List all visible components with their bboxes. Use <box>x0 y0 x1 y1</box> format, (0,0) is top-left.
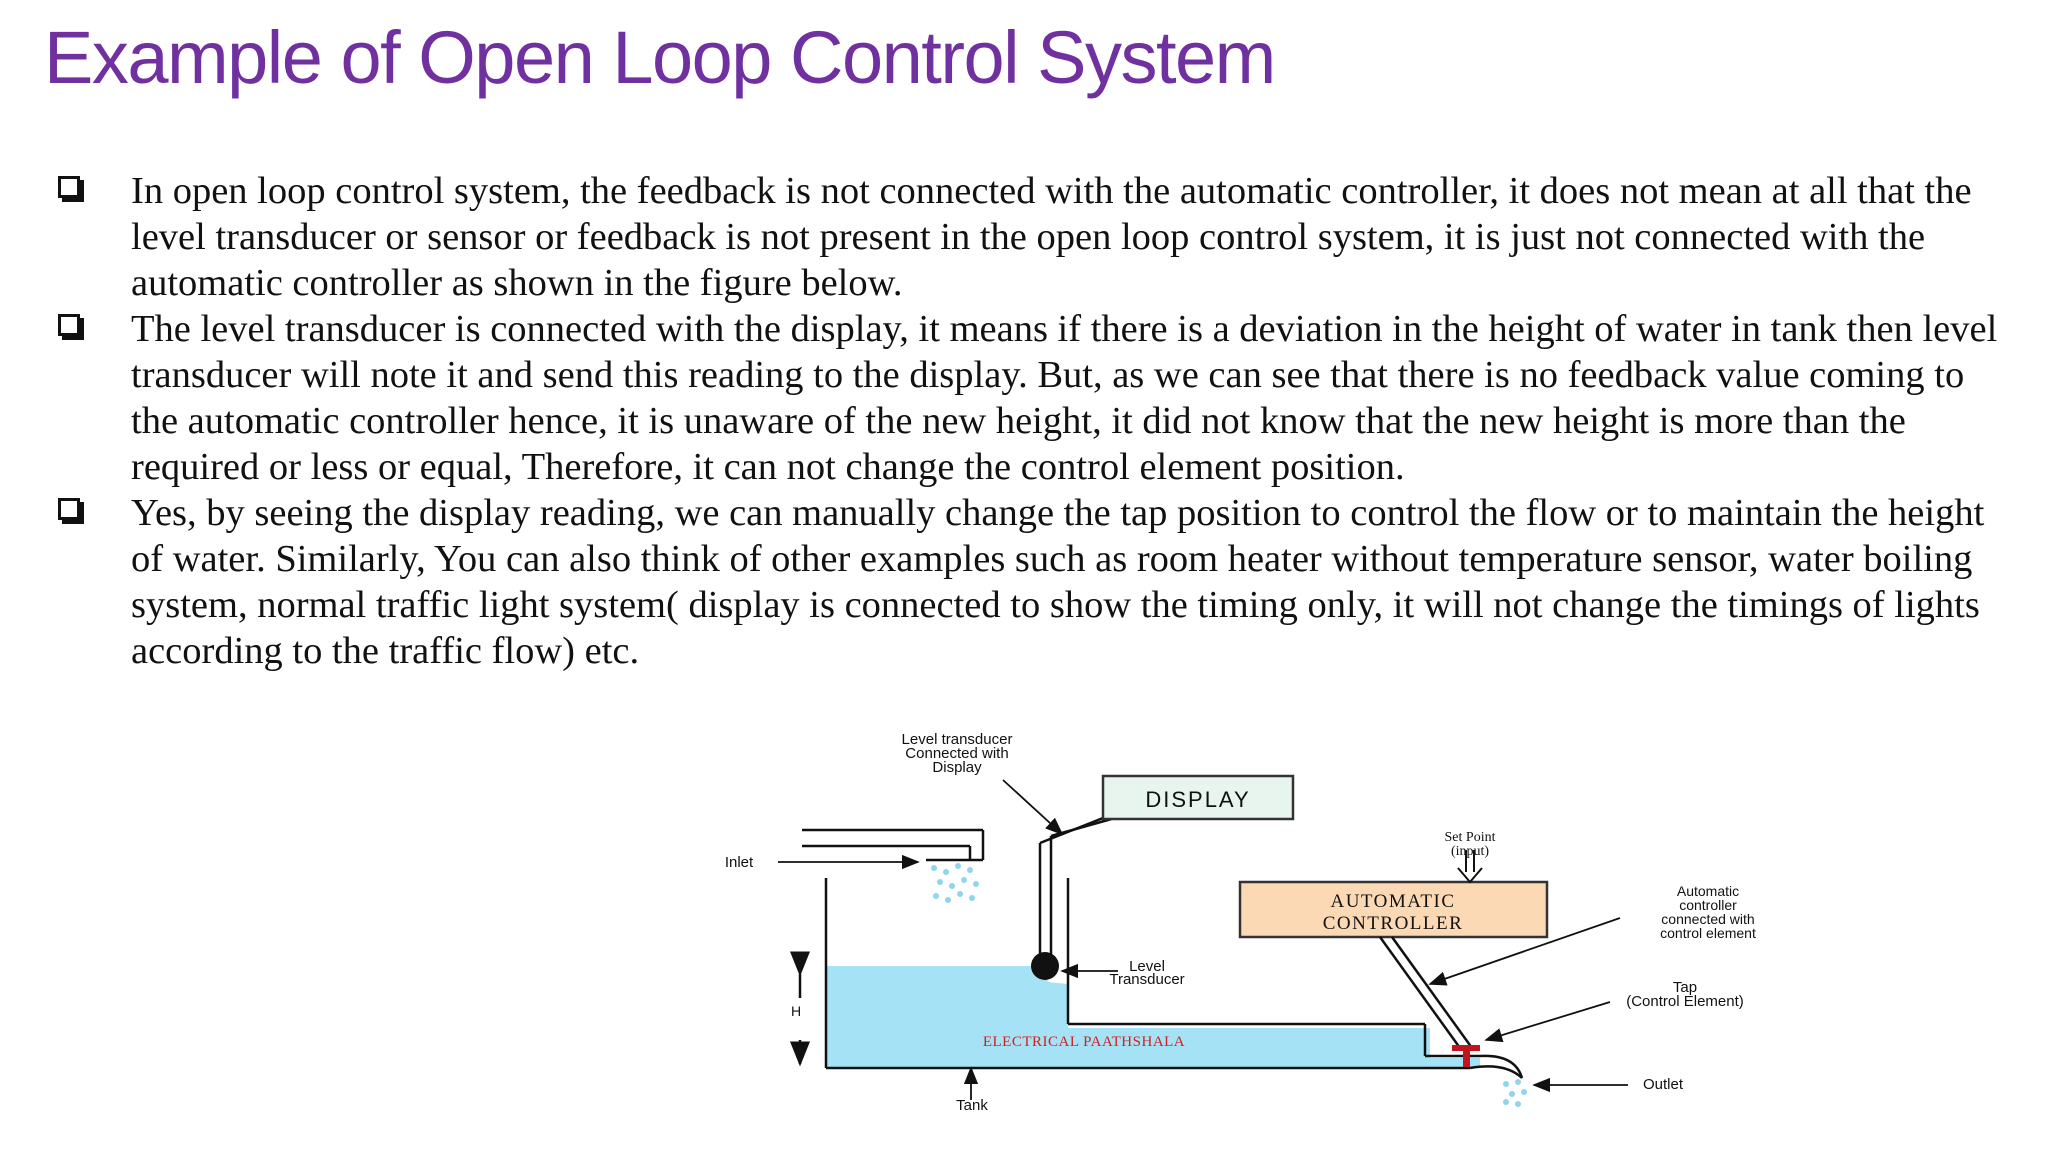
bullet-text: The level transducer is connected with t… <box>131 308 1998 488</box>
tap-label-1: Tap <box>1673 979 1697 996</box>
height-label: H <box>791 1003 801 1019</box>
display-box <box>1101 774 1295 821</box>
list-item: In open loop control system, the feedbac… <box>56 168 2016 306</box>
tank-walls <box>824 878 1524 1079</box>
set-point-label-1: Set Point <box>1445 830 1496 845</box>
display-label: DISPLAY <box>1145 787 1250 812</box>
tank-label: Tank <box>956 1097 988 1114</box>
inlet-pipe <box>802 828 985 862</box>
outlet-label: Outlet <box>1643 1076 1684 1093</box>
tank-water <box>826 966 1480 1068</box>
diagram-labels: Level transducer Connected with Display … <box>725 731 1756 1114</box>
checkbox-bullet-icon <box>58 176 80 198</box>
checkbox-bullet-icon <box>58 498 80 520</box>
level-transducer-probe <box>1031 816 1116 980</box>
level-transducer-label-2: Transducer <box>1109 971 1184 988</box>
tap-icon <box>1452 1045 1480 1067</box>
page-title: Example of Open Loop Control System <box>44 16 1276 99</box>
controller-label-line1: AUTOMATIC <box>1330 891 1455 912</box>
bullet-list: In open loop control system, the feedbac… <box>56 168 2016 674</box>
watermark: ELECTRICAL PAATHSHALA <box>983 1034 1185 1050</box>
set-point-label-2: (input) <box>1451 844 1489 859</box>
level-transducer-label-1: Level <box>1129 958 1165 975</box>
pointer-arrows <box>778 779 1628 1100</box>
checkbox-bullet-icon <box>58 314 80 336</box>
controller-note-4: control element <box>1660 925 1756 941</box>
controller-label-line2: CONTROLLER <box>1323 913 1464 934</box>
outlet-water-drops <box>1503 1079 1527 1107</box>
list-item: The level transducer is connected with t… <box>56 306 2016 490</box>
controller-note-2: controller <box>1679 897 1737 913</box>
list-item: Yes, by seeing the display reading, we c… <box>56 490 2016 674</box>
set-point-arrow <box>1457 850 1483 884</box>
bullet-text: In open loop control system, the feedbac… <box>131 170 1972 304</box>
controller-note-3: connected with <box>1661 911 1754 927</box>
controller-note-1: Automatic <box>1677 883 1739 899</box>
bullet-text: Yes, by seeing the display reading, we c… <box>131 492 1985 672</box>
tap-label-2: (Control Element) <box>1626 993 1744 1010</box>
automatic-controller-box <box>1238 880 1549 939</box>
level-transducer-display-label-3: Display <box>932 759 982 776</box>
controller-linkage <box>1378 936 1474 1049</box>
level-transducer-display-label-2: Connected with <box>905 745 1008 762</box>
level-transducer-display-label-1: Level transducer <box>902 731 1013 748</box>
inlet-water-drops <box>931 863 979 903</box>
inlet-label: Inlet <box>725 854 754 871</box>
